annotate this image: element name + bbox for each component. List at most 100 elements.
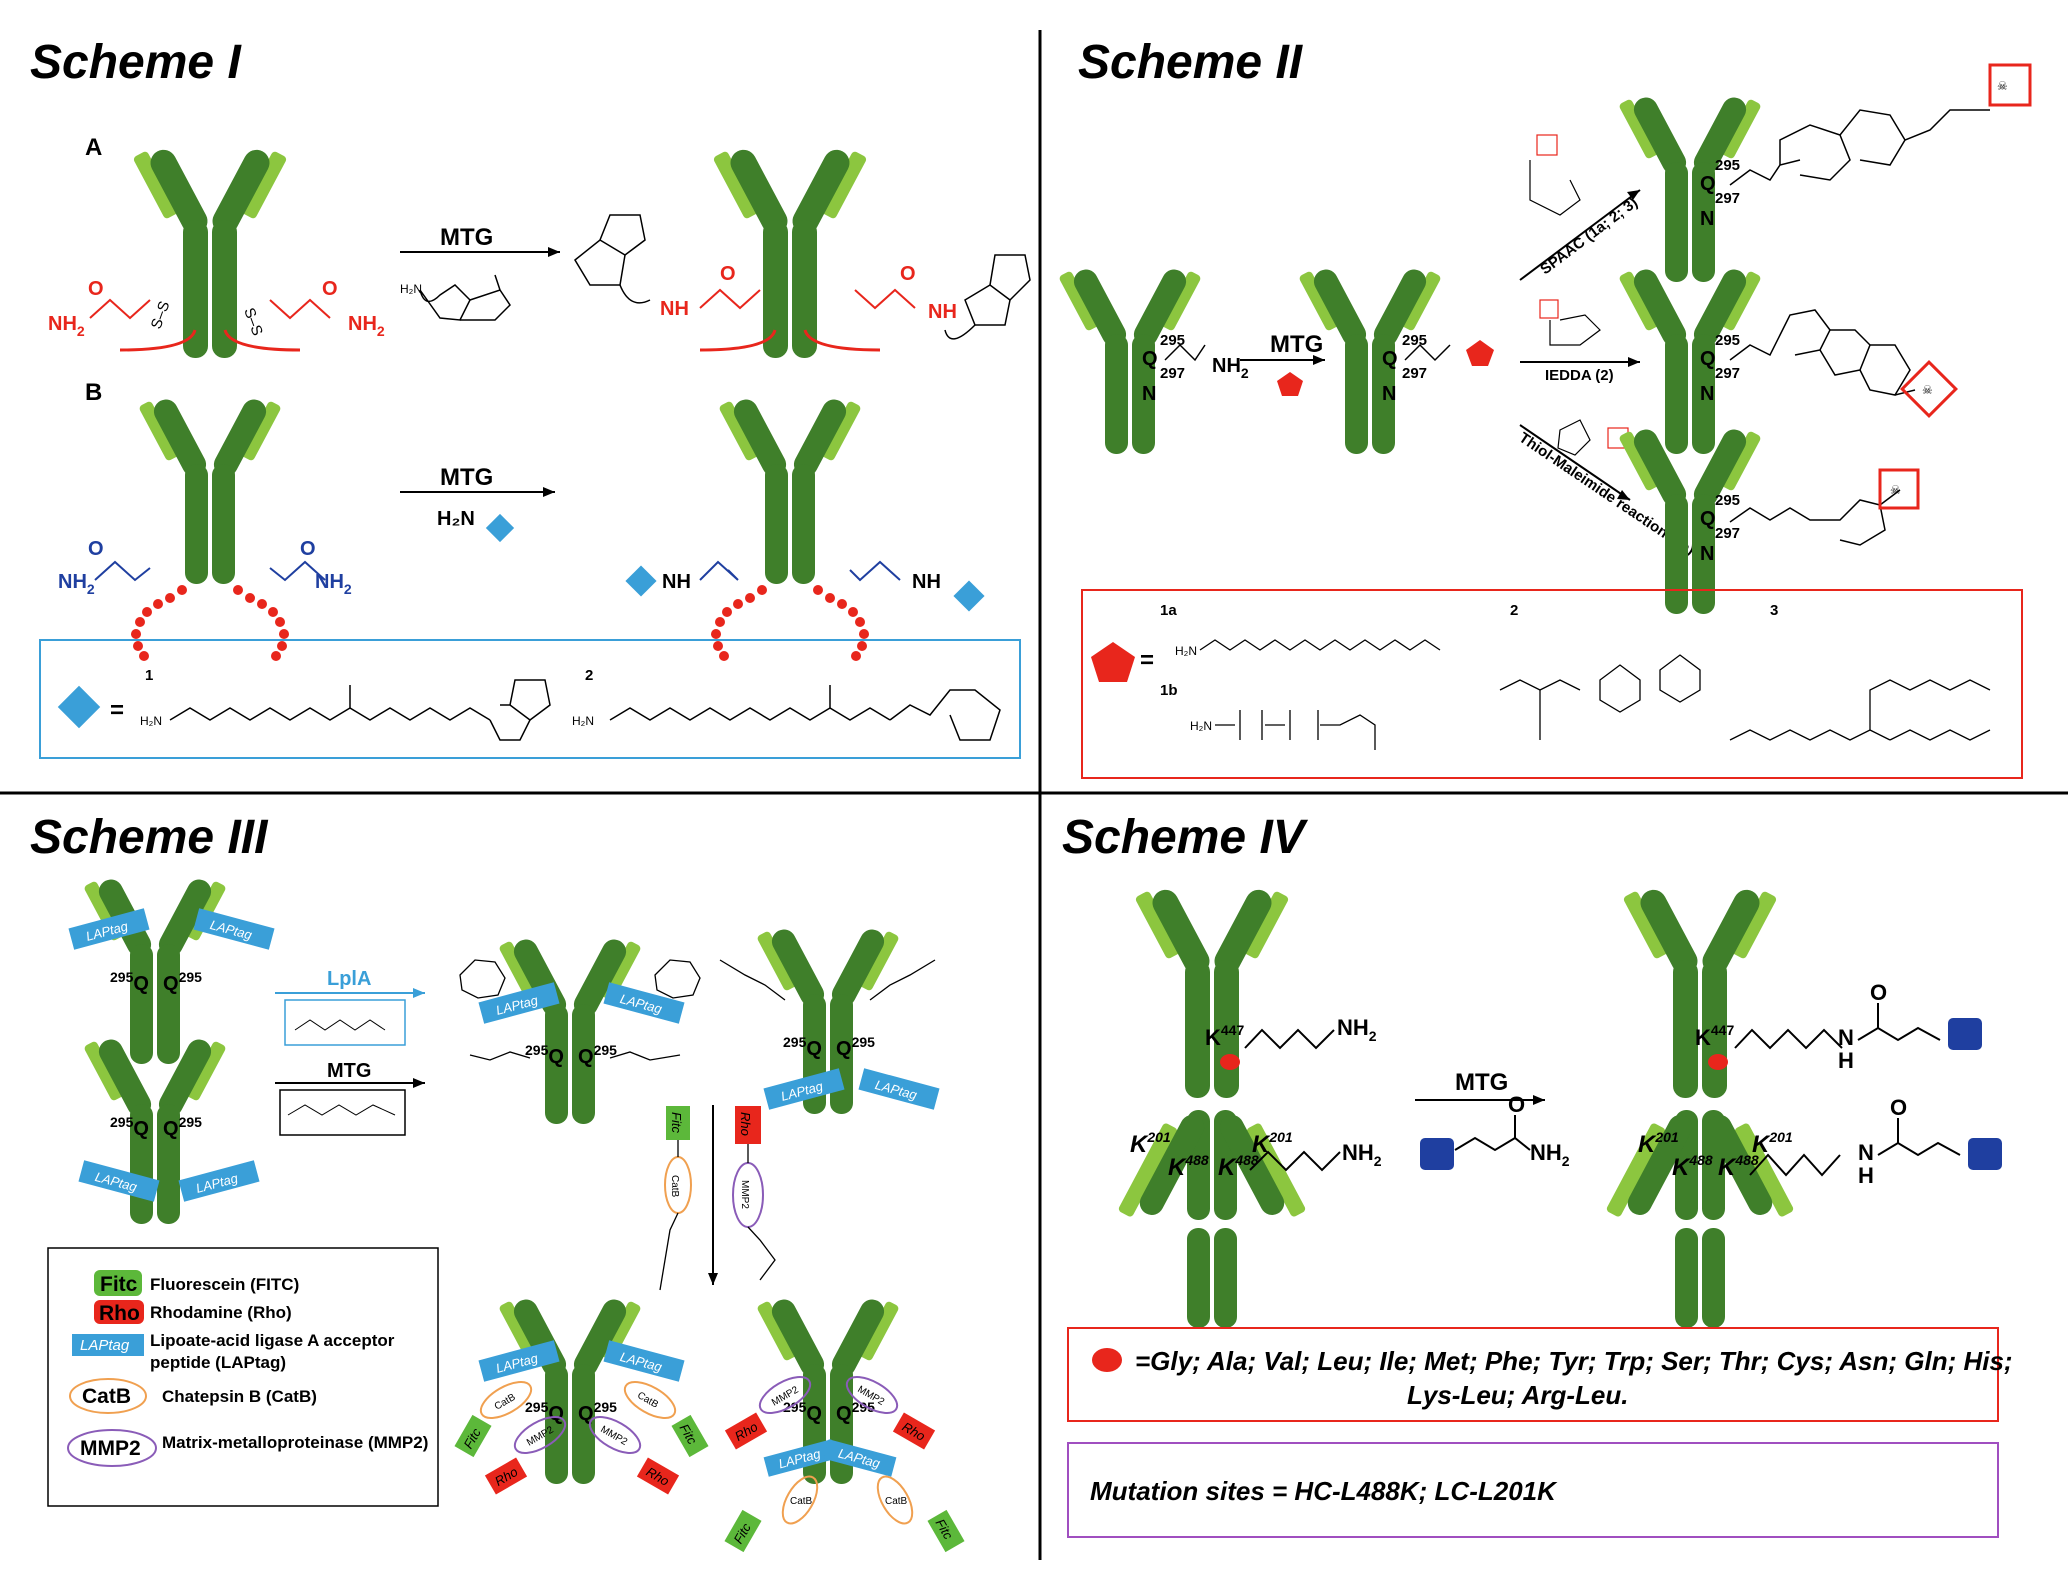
scheme3-rt-laptag-left	[763, 1068, 845, 1110]
scheme1-b-linker-right	[269, 560, 326, 582]
scheme3-mid-azide-left	[469, 1051, 531, 1061]
scheme3-p1-catb-right	[623, 1381, 677, 1419]
scheme1-a-mtg: MTG	[440, 224, 493, 251]
scheme1-legend-diamond	[57, 685, 101, 729]
scheme4-aa-line2: Lys-Leu; Arg-Leu.	[1407, 1380, 1628, 1410]
scheme4-bl-k201-left: K201	[1130, 1129, 1171, 1158]
scheme2-p3-297: 297	[1715, 525, 1740, 542]
scheme3-p1-fitc-left	[454, 1414, 492, 1458]
scheme1-b-o-right: O	[300, 538, 316, 560]
scheme1-a-o-left: O	[88, 278, 104, 300]
scheme3-rho-tag-small-label: Rho	[738, 1112, 753, 1136]
scheme1-a-product-left-biotin	[574, 214, 651, 304]
scheme3-p2-catb-right-label: CatB	[885, 1496, 908, 1507]
scheme3-mtg-reagent-box	[279, 1089, 406, 1136]
scheme3-legend-fitc-tag: Fitc	[100, 1273, 138, 1296]
scheme3-p2-mmp2-right	[845, 1376, 899, 1414]
scheme3-p2-catb-left	[781, 1475, 819, 1525]
scheme2-start-n: N	[1142, 383, 1156, 405]
scheme3-p2-catb-right	[876, 1475, 914, 1525]
scheme3-rt-azide-right	[869, 959, 936, 1001]
scheme4-tr-residue	[1708, 1054, 1728, 1070]
scheme2-legend-structure-2	[1499, 654, 1701, 740]
scheme2-legend-1b: 1b	[1160, 682, 1178, 699]
scheme3-laptag-top-right	[193, 908, 275, 950]
scheme3-p2-fitc-left	[724, 1509, 762, 1553]
scheme2-mid-295: 295	[1402, 332, 1427, 349]
scheme4-tr-k447: K447	[1695, 1022, 1734, 1050]
scheme4-mtg: MTG	[1455, 1069, 1508, 1096]
scheme3-legend-rho: Rho Rhodamine (Rho)	[94, 1300, 292, 1325]
scheme2-p1-q: Q	[1700, 173, 1716, 195]
scheme4-mutation-box	[1067, 1442, 1999, 1538]
scheme2-mid-n: N	[1382, 383, 1396, 405]
scheme2-p3-295: 295	[1715, 492, 1740, 509]
scheme1-b-product-nh-left: NH	[662, 571, 691, 593]
scheme1-b-product-diamond-left	[625, 565, 657, 597]
scheme2-start-nh2: NH2	[1212, 355, 1249, 381]
scheme4-bl-nh2: NH2	[1342, 1140, 1382, 1169]
scheme2-legend-pentagon	[1091, 642, 1135, 682]
scheme3-title: Scheme III	[30, 811, 269, 864]
scheme2-start-295: 295	[1160, 332, 1185, 349]
scheme1-a-product-right-biotin	[944, 254, 1031, 340]
scheme1-a-nh-left: NH	[660, 298, 689, 320]
scheme4-reagent-square	[1420, 1138, 1454, 1170]
scheme1-ss-right: S–S	[240, 306, 266, 338]
scheme4-bl-k488-right: K488	[1218, 1152, 1259, 1181]
scheme3-legend-catb-text: Chatepsin B (CatB)	[162, 1387, 317, 1406]
scheme3-ab2-q-left: 295Q	[110, 1114, 149, 1140]
scheme1-panel-b: B	[85, 379, 102, 406]
scheme3-p2-rho-left	[724, 1412, 768, 1450]
scheme4-br-k201-right: K201	[1752, 1129, 1793, 1158]
scheme2-p3-payload	[1878, 468, 1920, 510]
scheme2-iedda-reagent	[1539, 299, 1601, 346]
scheme4-aa-dot	[1092, 1348, 1122, 1372]
scheme2-mtg: MTG	[1270, 331, 1323, 358]
scheme4-mutation-text: Mutation sites = HC-L488K; LC-L201K	[1090, 1476, 1558, 1506]
scheme3-catb-small-label: CatB	[669, 1175, 680, 1198]
scheme4-br-n: N	[1858, 1140, 1874, 1165]
scheme2-start-q: Q	[1142, 348, 1158, 370]
scheme1-a-nh-right: NH	[928, 301, 957, 323]
scheme3-ab2-q-right: Q295	[163, 1114, 202, 1140]
scheme1-a-nh2-right: NH2	[348, 313, 385, 339]
scheme1-title: Scheme I	[30, 36, 242, 89]
scheme3-legend-box	[47, 1247, 439, 1507]
scheme3-p2-laptag-left	[763, 1439, 837, 1477]
scheme2-legend-structure-1a	[1199, 639, 1441, 651]
scheme1-legend-h2n-1: H₂N	[140, 714, 162, 728]
scheme1-b-antibody-left	[131, 395, 289, 661]
scheme1-a-o-product-left: O	[720, 263, 736, 285]
scheme2-mid-pentagon	[1466, 340, 1494, 366]
scheme2-legend-box	[1081, 589, 2023, 779]
scheme1-b-antibody-right	[711, 395, 869, 661]
scheme4-tr-n: N	[1838, 1025, 1854, 1050]
scheme2-legend-3: 3	[1770, 602, 1778, 619]
scheme2-product-iedda	[1618, 265, 1762, 454]
scheme1-a-linker-right	[269, 298, 331, 320]
scheme1-panel-a: A	[85, 134, 102, 161]
scheme4-br-square	[1968, 1138, 2002, 1170]
scheme2-p2-q: Q	[1700, 348, 1716, 370]
scheme3-legend-mmp2: MMP2 Matrix-metalloproteinase (MMP2)	[67, 1429, 428, 1467]
scheme4-br-arm-left	[1606, 1123, 1666, 1217]
scheme3-legend-rho-tag: Rho	[99, 1302, 140, 1325]
scheme3-legend-laptag-tag: LAPtag	[80, 1337, 130, 1354]
scheme3-p1-mmp2-right	[588, 1416, 642, 1454]
scheme1-b-product-diamond-right	[953, 580, 985, 612]
scheme2-spaac-arrow	[1519, 189, 1641, 281]
scheme2-p2-payload	[1900, 360, 1958, 418]
scheme3-p2-mmp2-left	[758, 1376, 812, 1414]
scheme2-iedda-label: IEDDA (2)	[1545, 367, 1614, 384]
scheme3-mid-laptag-left	[478, 982, 560, 1024]
scheme4-aa-line1: =Gly; Ala; Val; Leu; Ile; Met; Phe; Tyr;…	[1135, 1346, 2013, 1376]
scheme2-legend-eq: =	[1140, 647, 1154, 674]
scheme3-mtg-label: MTG	[327, 1060, 371, 1082]
scheme2-legend-2: 2	[1510, 602, 1518, 619]
scheme3-p1-mmp2-right-label: MMP2	[599, 1424, 630, 1448]
scheme2-legend-1a: 1a	[1160, 602, 1177, 619]
scheme4-br-k488-right: K488	[1718, 1152, 1759, 1181]
scheme2-legend-1b-h2n: H₂N	[1190, 719, 1212, 733]
scheme1-a-o-right: O	[322, 278, 338, 300]
